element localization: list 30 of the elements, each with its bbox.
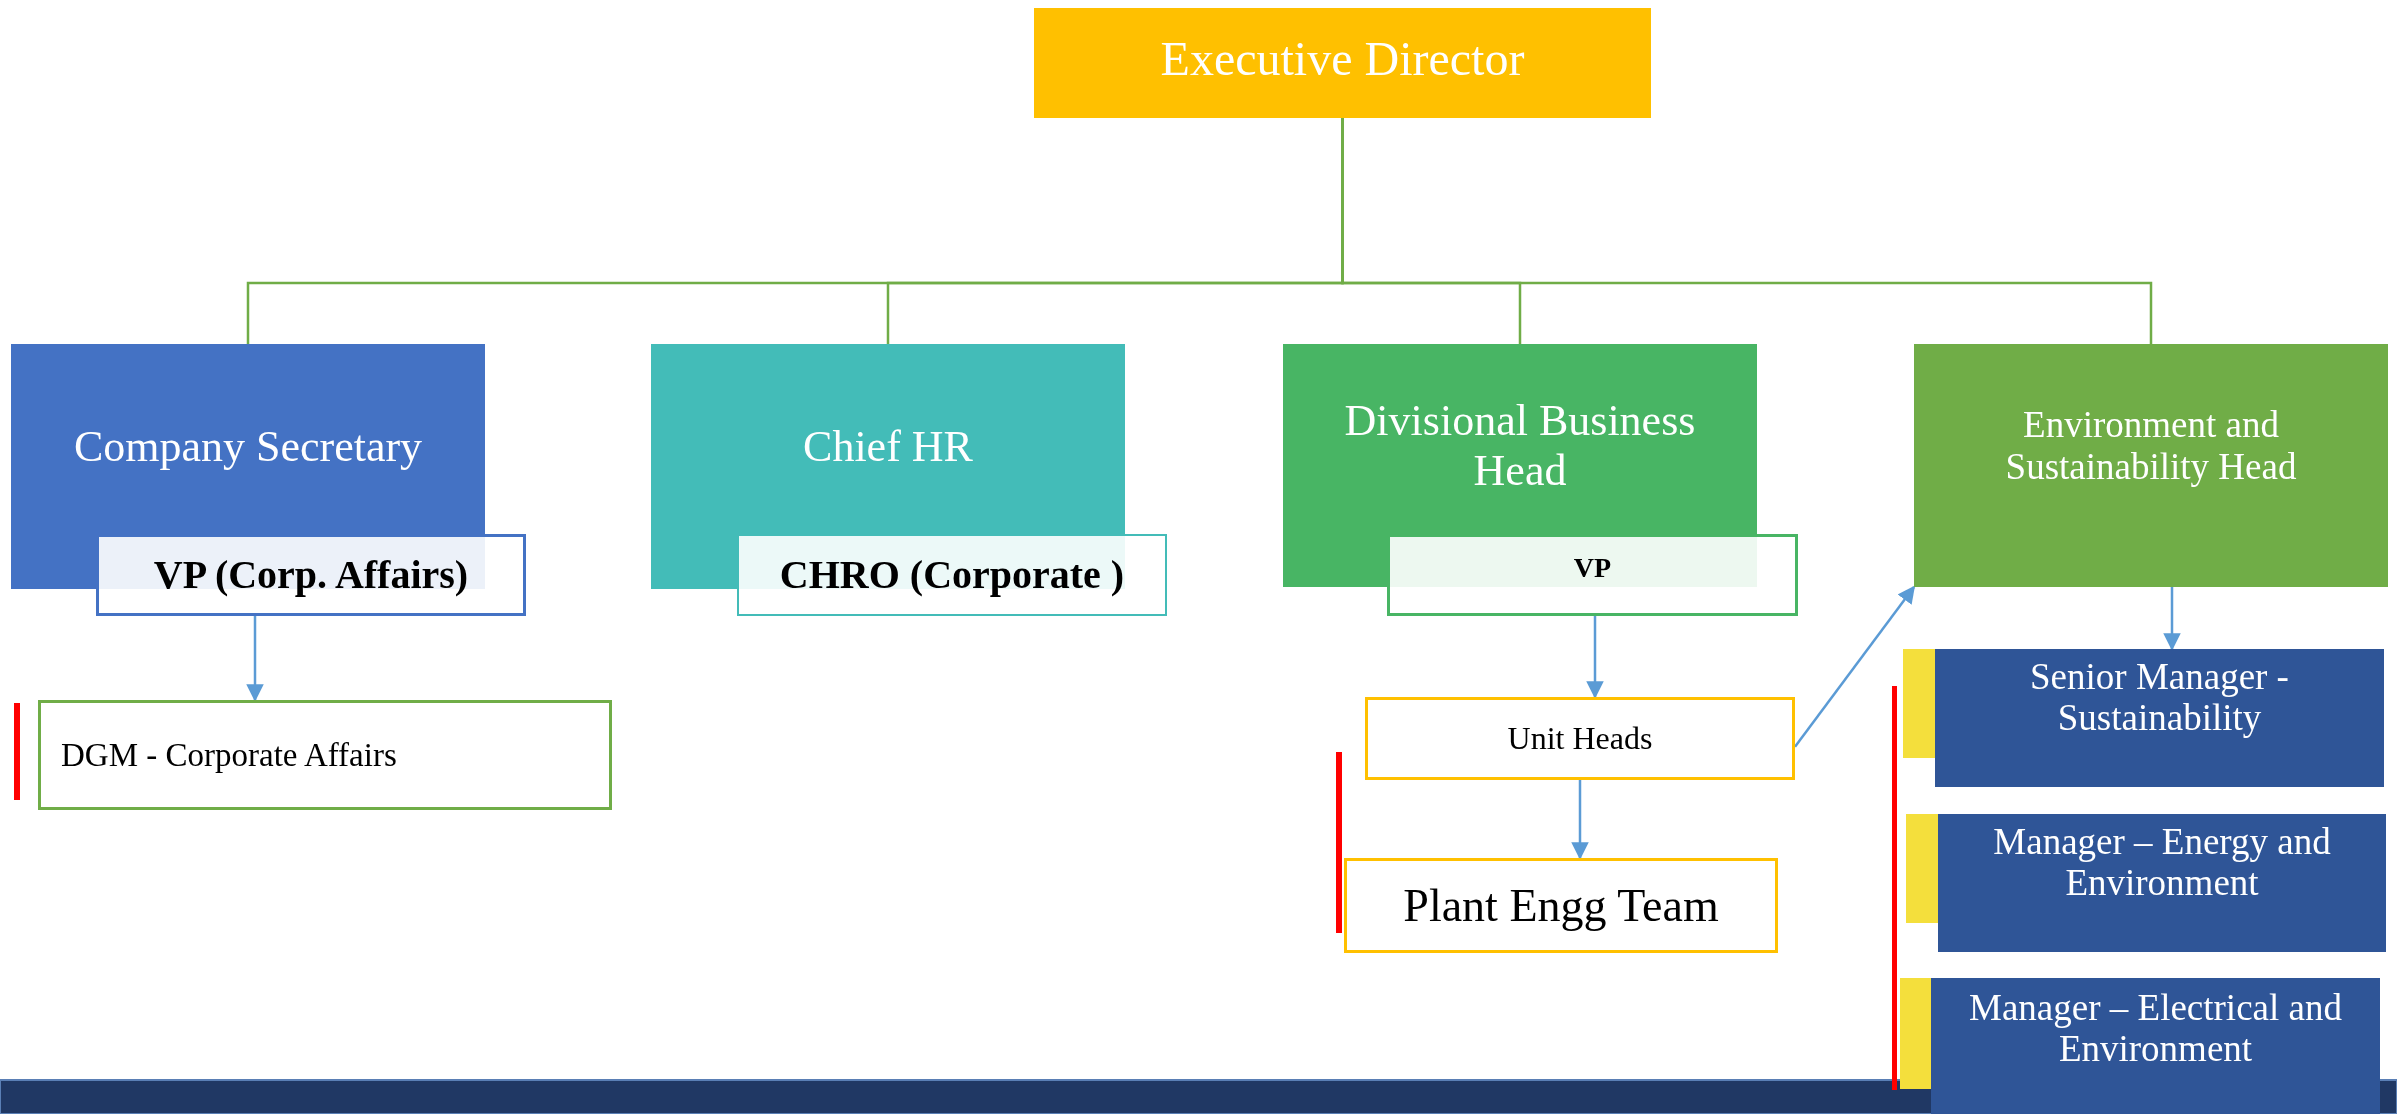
role-title: Executive Director: [1160, 32, 1525, 86]
role-title: Divisional Business Head: [1343, 396, 1697, 495]
role-box: [1914, 344, 2388, 587]
connector: [2163, 587, 2181, 651]
role-box: [38, 700, 612, 810]
role-title: VP: [1573, 552, 1612, 584]
role-title: Senior Manager - Sustainability: [2029, 655, 2290, 739]
role-title: Manager – Electrical and Environment: [1968, 986, 2343, 1070]
connector: [1571, 780, 1589, 860]
role-title: Manager – Energy and Environment: [1992, 820, 2332, 904]
role-box: [96, 534, 526, 616]
role-box: [1034, 8, 1651, 118]
role-box: [1344, 858, 1778, 953]
role-box: [737, 534, 1167, 616]
role-box: [1365, 697, 1795, 780]
role-title: CHRO (Corporate ): [779, 552, 1125, 598]
role-box: [1931, 978, 2380, 1114]
connector: [1586, 616, 1604, 699]
role-title: DGM - Corporate Affairs: [61, 736, 397, 774]
role-title: Company Secretary: [73, 421, 423, 472]
role-title: Unit Heads: [1507, 720, 1653, 757]
role-title: Plant Engg Team: [1403, 879, 1719, 932]
role-title: Chief HR: [803, 421, 973, 472]
role-box: [1935, 649, 2384, 787]
connector: [246, 616, 264, 702]
role-title: VP (Corp. Affairs): [153, 552, 469, 598]
connector: [1794, 585, 1916, 748]
role-box: [1387, 534, 1798, 616]
role-title: Environment and Sustainability Head: [2004, 404, 2298, 487]
role-box: [1938, 814, 2386, 952]
